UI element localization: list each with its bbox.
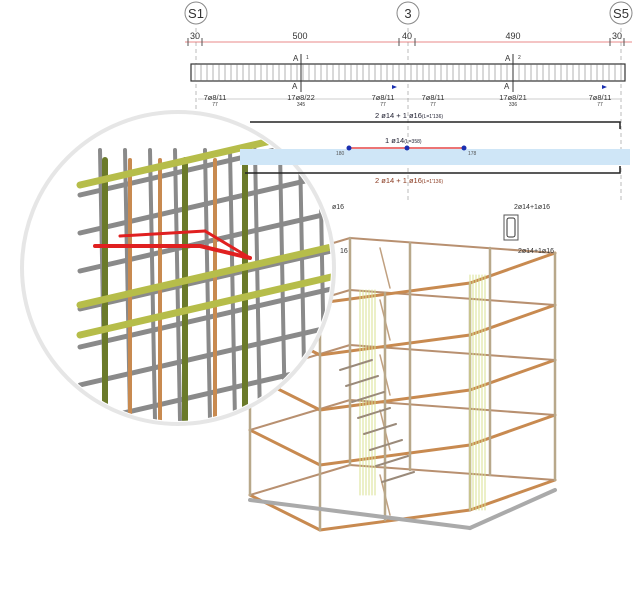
- stirrup-length: 77: [380, 102, 386, 108]
- section-a2-number: 2: [518, 55, 521, 61]
- floor-beam: [468, 413, 557, 447]
- floor-beam: [468, 478, 557, 512]
- floor-beam: [379, 247, 391, 289]
- axis-label-s5: S5: [613, 6, 629, 21]
- olive-beam-bar: [76, 271, 331, 339]
- beam-elevation: A 1 A A 2 A: [190, 54, 626, 100]
- stair-step: [369, 439, 403, 451]
- top-bar-label: 2 ø14 + 1 ø16(L=1'136): [375, 111, 443, 120]
- section-a2-bottom: A: [504, 82, 510, 91]
- stirrup-length: 345: [297, 102, 306, 108]
- floor-beam: [318, 333, 472, 357]
- dim-2: 500: [292, 31, 307, 41]
- highlighted-stirrup: [203, 229, 252, 260]
- highlighted-stirrup: [118, 229, 207, 238]
- floor-beam: [318, 443, 472, 467]
- stair-step: [357, 407, 391, 419]
- stair-step: [339, 359, 373, 371]
- section-top-reinforcement: 2ø14+1ø16: [514, 204, 550, 211]
- stirrup-length: 77: [212, 102, 218, 108]
- stirrup-labels: 7ø8/11 77 17ø8/22 345 7ø8/11 77 7ø8/11 7…: [204, 93, 612, 108]
- floor-beam: [318, 388, 472, 412]
- stair-step: [381, 471, 415, 483]
- partial-label: ø16: [332, 204, 344, 211]
- axis-label-3: 3: [404, 6, 411, 21]
- horizontal-stirrup: [77, 208, 331, 274]
- floor-beam: [318, 281, 472, 305]
- floor-beam: [468, 358, 557, 392]
- middle-bar-right-length: 178: [468, 151, 477, 157]
- foundation: [468, 488, 557, 530]
- bottom-bar-label: 2 ø14 + 1 ø16(L=1'136): [375, 176, 443, 185]
- middle-bar-left-length: 180: [336, 151, 345, 157]
- section-bottom-reinforcement: 2ø14+1ø16: [518, 248, 554, 255]
- section-a1-bottom: A: [292, 82, 298, 91]
- axis-label-s1: S1: [188, 6, 204, 21]
- stair-step: [363, 423, 397, 435]
- stirrup-length: 336: [509, 102, 518, 108]
- stirrup-label: 7ø8/11: [372, 93, 395, 102]
- floor-beam: [349, 237, 556, 254]
- floor-beam: [468, 251, 557, 285]
- vertical-bar: [228, 148, 237, 421]
- dim-4: 490: [505, 31, 520, 41]
- floor-beam: [468, 303, 557, 337]
- stirrup-length: 77: [430, 102, 436, 108]
- floor-beam: [249, 464, 351, 496]
- cross-section: 2ø14+1ø16 2ø14+1ø16 ø16 16: [332, 204, 554, 255]
- horizontal-stirrup: [77, 246, 331, 312]
- partial-label: 16: [340, 248, 348, 255]
- stair-step: [351, 391, 385, 403]
- stirrup-length: 77: [597, 102, 603, 108]
- section-a1-top: A: [293, 54, 299, 63]
- stair-step: [375, 455, 409, 467]
- floor-beam: [248, 428, 322, 467]
- stirrup-label: 17ø8/22: [287, 93, 315, 102]
- dim-5: 30: [612, 31, 622, 41]
- dimension-line: 30 500 40 490 30: [185, 31, 632, 46]
- magnifier-detail: [20, 110, 336, 426]
- stirrup-label: 17ø8/21: [499, 93, 527, 102]
- highlighted-stirrup: [198, 244, 252, 260]
- dim-1: 30: [190, 31, 200, 41]
- stirrup-label: 7ø8/11: [589, 93, 612, 102]
- section-a1-number: 1: [306, 55, 309, 61]
- stair-step: [345, 375, 379, 387]
- section-a2-top: A: [505, 54, 511, 63]
- stirrup-label: 7ø8/11: [204, 93, 227, 102]
- dim-3: 40: [402, 31, 412, 41]
- olive-beam-bar: [76, 241, 331, 309]
- axis-markers: S1 3 S5: [184, 1, 633, 200]
- stirrup-label: 7ø8/11: [422, 93, 445, 102]
- bar-layout: 2 ø14 + 1 ø16(L=1'136) 1 ø14(L=358) 180 …: [240, 111, 630, 185]
- middle-bar-label: 1 ø14(L=358): [385, 136, 422, 145]
- vertical-bar: [253, 148, 262, 421]
- foundation: [248, 498, 472, 530]
- horizontal-stirrup: [77, 170, 331, 236]
- vertical-bar: [203, 148, 212, 421]
- floor-beam: [249, 399, 351, 431]
